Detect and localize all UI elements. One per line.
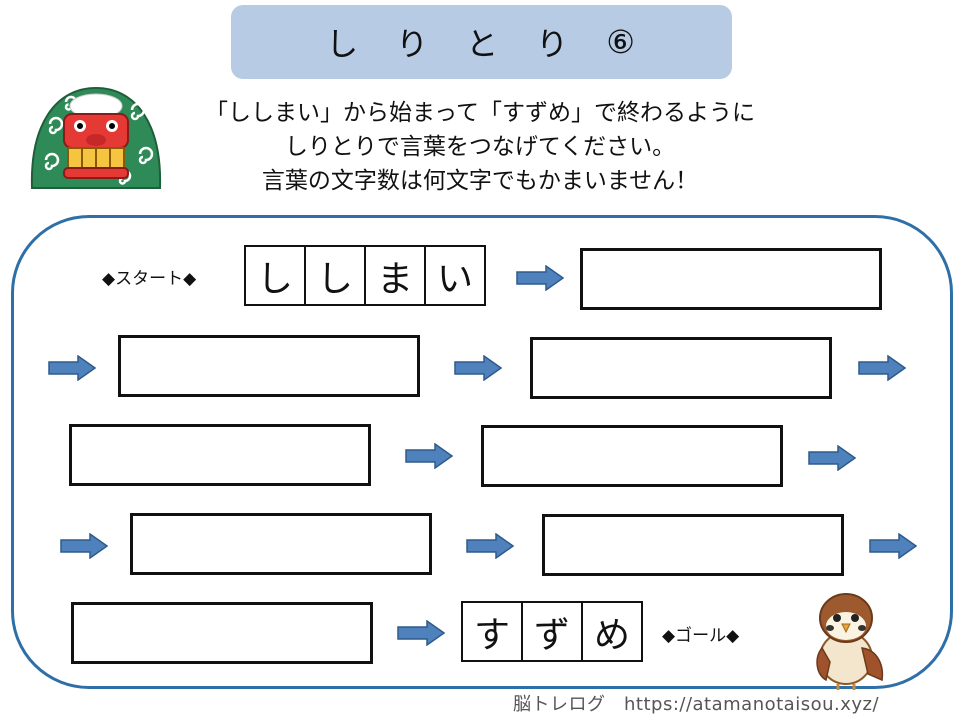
goal-label: ◆ゴール◆ [662, 626, 740, 646]
goal-char: ず [523, 603, 583, 660]
goal-word: す ず め [461, 601, 643, 662]
shishimai-lion-dance-icon [30, 86, 162, 189]
title-char: と [466, 25, 501, 63]
right-arrow-icon [858, 355, 906, 381]
start-char: ま [366, 247, 426, 304]
answer-box[interactable] [118, 335, 420, 397]
start-char: い [436, 258, 473, 300]
right-arrow-icon [454, 355, 502, 381]
right-arrow-icon [405, 443, 453, 469]
right-arrow-icon [48, 355, 96, 381]
answer-box[interactable] [69, 424, 371, 486]
title-char: り [396, 25, 431, 63]
right-arrow-icon [466, 533, 514, 559]
answer-box[interactable] [542, 514, 844, 576]
page-title: し り と り ⑥ [231, 5, 732, 79]
answer-box[interactable] [71, 602, 373, 664]
right-arrow-icon [516, 265, 564, 291]
answer-box[interactable] [530, 337, 832, 399]
start-label: ◆スタート◆ [102, 269, 197, 289]
title-char: し [326, 25, 361, 63]
sparrow-bird-icon [816, 593, 884, 690]
right-arrow-icon [869, 533, 917, 559]
start-word: し し ま い [244, 245, 486, 306]
answer-box[interactable] [130, 513, 432, 575]
goal-char: め [593, 614, 630, 656]
title-char: ⑥ [606, 23, 637, 61]
goal-char: す [463, 603, 523, 660]
right-arrow-icon [808, 445, 856, 471]
start-char: し [246, 247, 306, 304]
title-char: り [536, 25, 571, 63]
start-char: し [306, 247, 366, 304]
answer-box[interactable] [481, 425, 783, 487]
right-arrow-icon [397, 620, 445, 646]
puzzle-frame [11, 215, 953, 689]
instruction-line: 「ししまい」から始まって「すずめ」で終わるように [205, 100, 755, 126]
instruction-line: 言葉の文字数は何文字でもかまいません！ [261, 168, 699, 194]
instruction-line: しりとりで言葉をつなげてください。 [284, 134, 676, 160]
answer-box[interactable] [580, 248, 882, 310]
site-credit: 脳トレログ https://atamanotaisou.xyz/ [513, 694, 880, 715]
right-arrow-icon [60, 533, 108, 559]
